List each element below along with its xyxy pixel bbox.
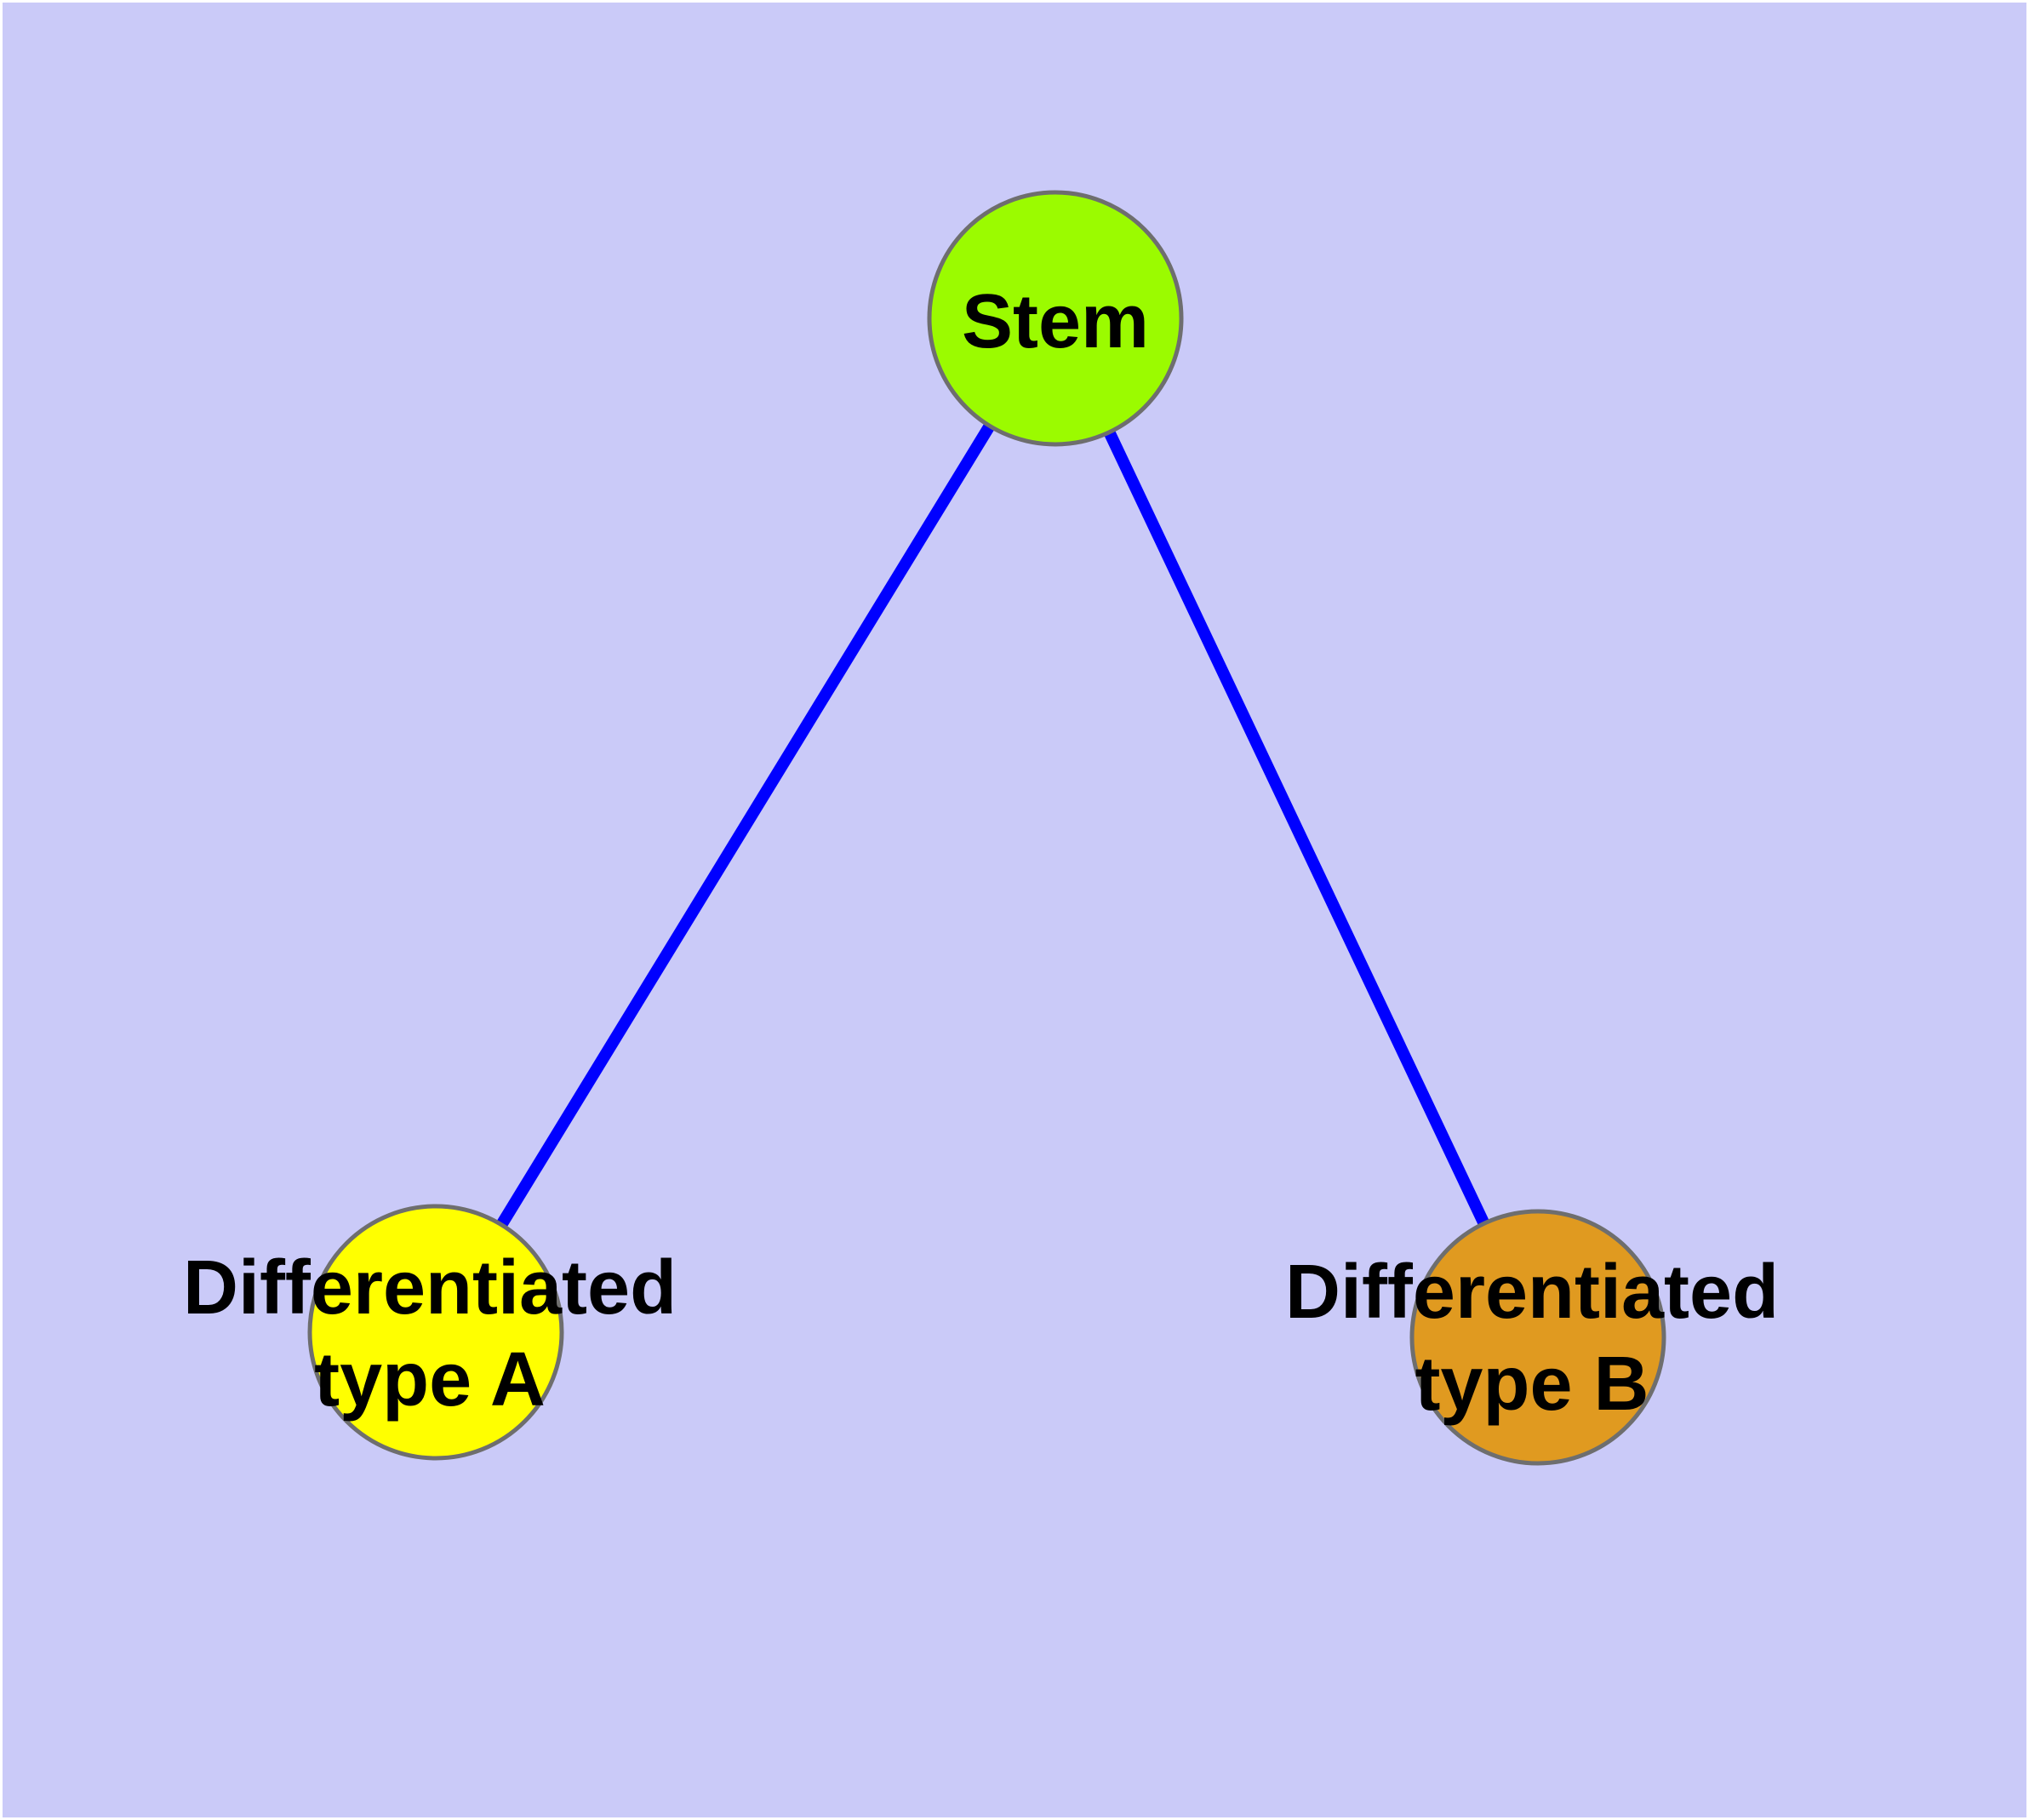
differentiated-type-b-node-circle (1409, 1209, 1666, 1466)
edge-stem-to-type-b (1049, 316, 1544, 1340)
differentiated-type-a-node-circle (307, 1204, 564, 1461)
stem-node-circle (927, 190, 1184, 447)
edge-stem-to-type-a (431, 315, 1060, 1336)
